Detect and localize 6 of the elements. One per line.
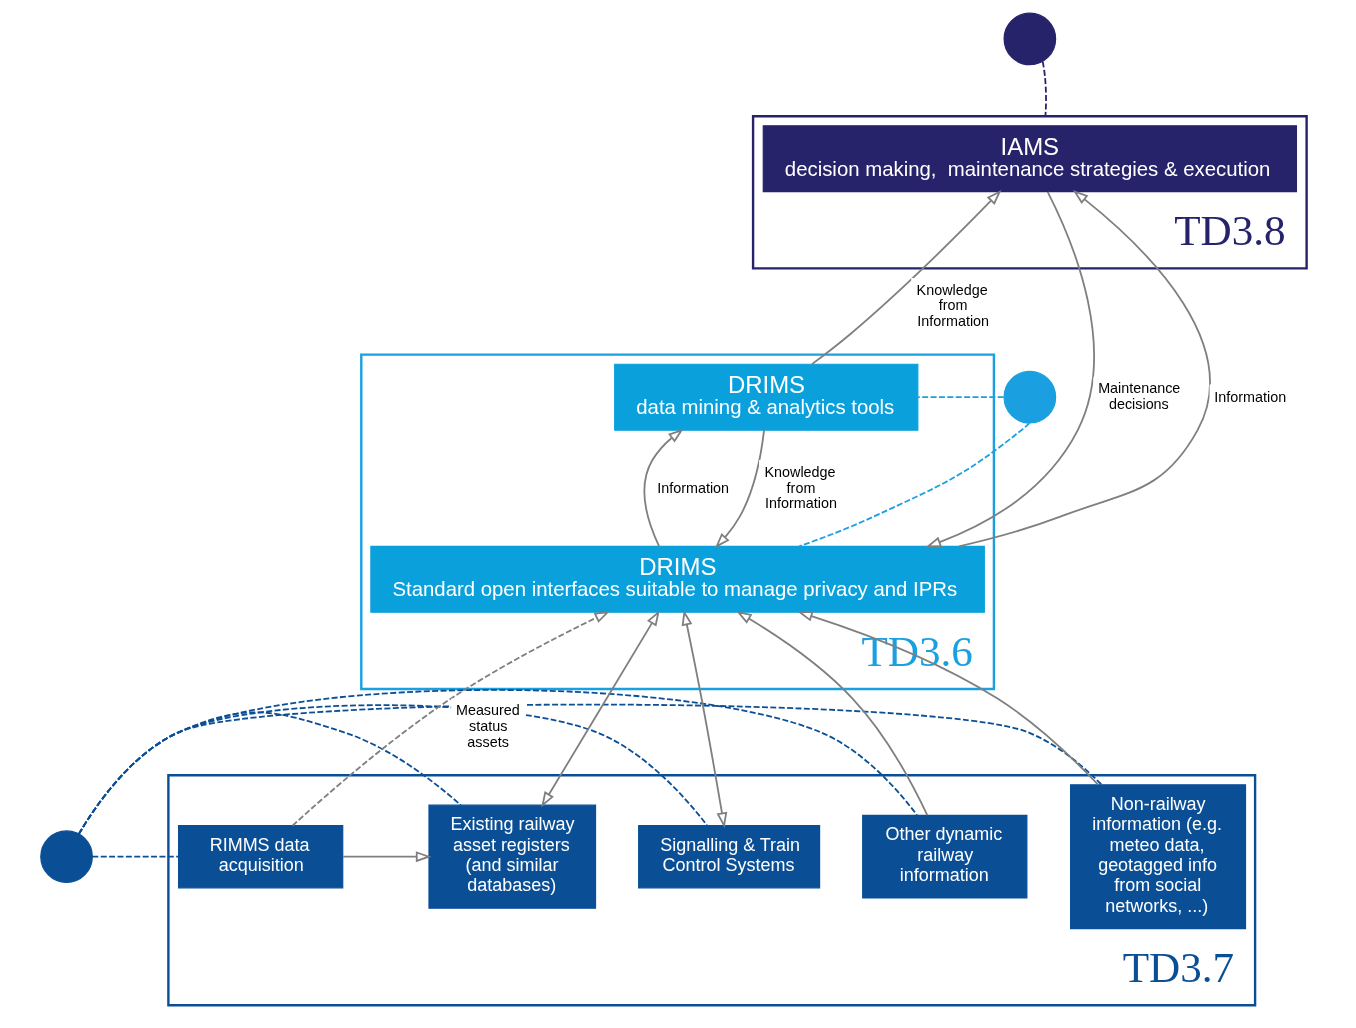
edge-label: Measured status assets xyxy=(455,702,520,750)
edge-label: Information xyxy=(1213,388,1286,405)
edge-label: Maintenance decisions xyxy=(1097,380,1180,412)
edge-label: Information xyxy=(656,479,729,496)
edge-label: Knowledge from Information xyxy=(763,463,837,512)
edge-label: Knowledge from Information xyxy=(916,281,989,330)
